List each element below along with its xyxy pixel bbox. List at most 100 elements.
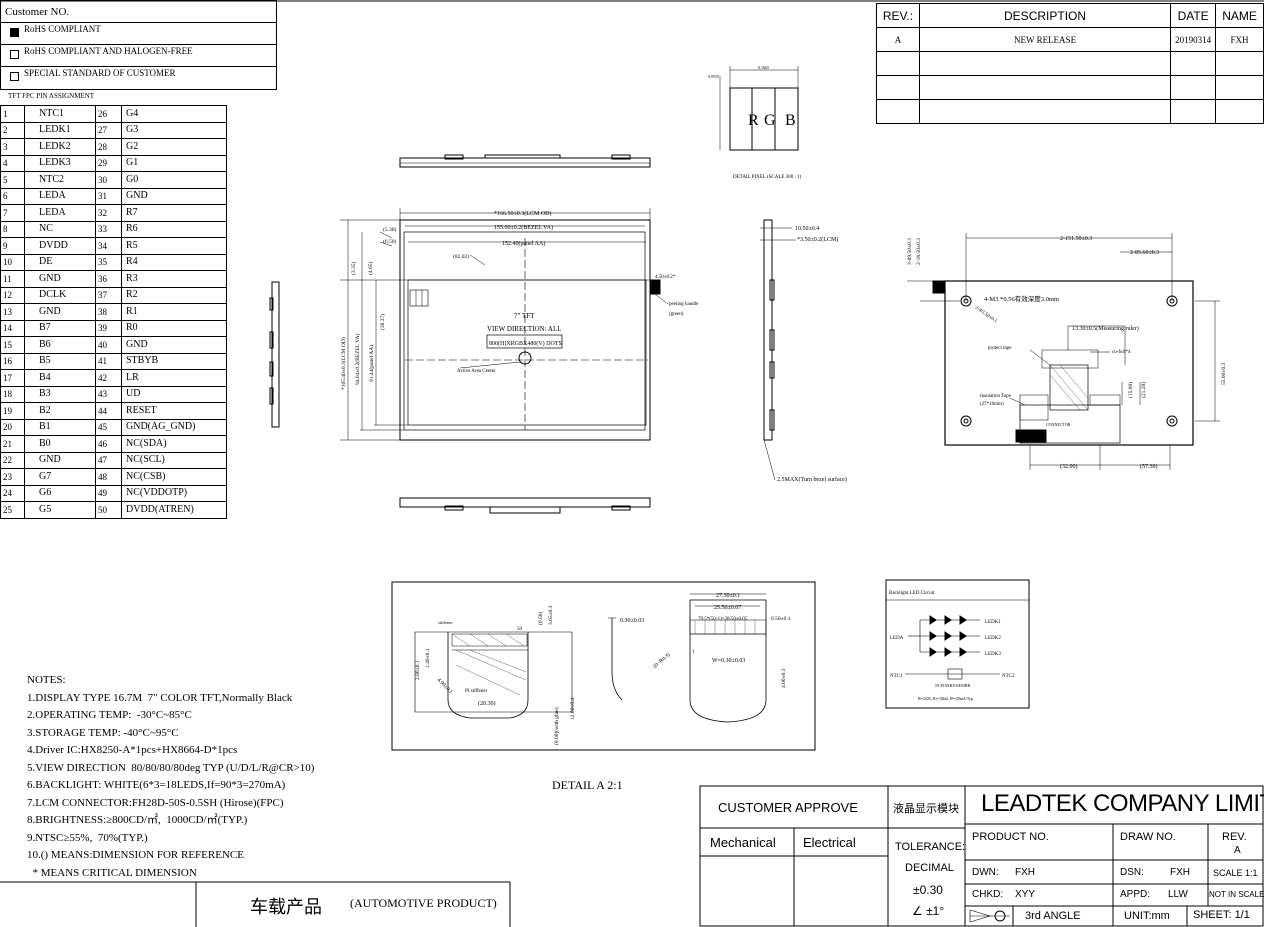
right-side-view [760, 219, 796, 481]
active-area-center: Active Area Center [457, 369, 496, 374]
dim-335: (3.35) [350, 262, 357, 275]
revision-header: DESCRIPTION [918, 3, 1172, 28]
note-item: 2.OPERATING TEMP: -30°C~85°C [27, 709, 192, 721]
da-dim-490: 4.90±0.1 [436, 677, 454, 695]
peel-dim: 4.50±0.2* [655, 275, 676, 280]
note-item: 9.NTSC≥55%, 70%(TYP.) [27, 831, 148, 844]
pixel-dim-h: 0.0555 [708, 74, 719, 79]
decimal-label: DECIMAL [905, 862, 954, 874]
rear-dim-85: 2-85.60±0.3 [1130, 250, 1159, 256]
cn-product-name: 液晶显示模块 [893, 802, 959, 815]
dsn-value: FXH [1170, 867, 1190, 878]
bl-leda: LEDA [890, 636, 904, 641]
rear-dim-57: (57.30) [1140, 463, 1158, 470]
chkd-label: CHKD: [972, 889, 1004, 900]
bottom-profile [399, 497, 651, 514]
dim-530: (5.30) [383, 226, 396, 233]
da-dim-2730: 27.30±0.1 [716, 593, 740, 599]
revision-cell [1215, 99, 1264, 124]
da-dim-365: 3.65±0.3 [548, 605, 554, 625]
da-pin-50: 50 [517, 627, 523, 632]
customer-option-special[interactable]: SPECIAL STANDARD OF CUSTOMER [0, 67, 276, 89]
da-dim-r03: (0~R0.3) [652, 651, 672, 669]
pin-table-title: TFT FPC PIN ASSIGNMENT [8, 92, 95, 100]
backlight-circuit [885, 579, 1030, 709]
da-dim-w: W=0.30±0.03 [712, 658, 745, 664]
resolution: 800(H)XRGBX480(V) DOTS [489, 340, 562, 347]
tolerance-value: ±0.30 [913, 883, 943, 897]
customer-title: Customer NO. [5, 6, 70, 18]
pin-signal: DVDD(ATREN) [121, 501, 227, 519]
appd-value: LLW [1168, 889, 1188, 900]
backlight-title: Backlight LED Circuit [889, 591, 935, 596]
front-view [340, 208, 669, 441]
product-no-label: PRODUCT NO. [972, 831, 1049, 843]
checkbox-rohs[interactable] [10, 28, 19, 37]
draw-no-label: DRAW NO. [1120, 831, 1176, 843]
note-item: 10.() MEANS:DIMENSION FOR REFERENCE [27, 849, 244, 861]
protect-tape-label: protect tape [988, 346, 1012, 351]
revision-cell [918, 51, 1172, 76]
da-dim-050b: 0.50±0.1 [771, 616, 791, 622]
hole-label: 2-Φ3.50±0.1 [974, 306, 998, 325]
revision-cell: 20190314 [1170, 27, 1217, 52]
unit-label: UNIT:mm [1124, 910, 1170, 922]
note-item: 7.LCM CONNECTOR:FH28D-50S-0.5SH (Hirose)… [27, 796, 284, 809]
dim-lcm-thickness: *3.50±0.2(LCM) [797, 236, 838, 243]
customer-option-rohs[interactable]: RoHS COMPLIANT [0, 23, 276, 45]
checkbox-special[interactable] [10, 72, 19, 81]
pin-signal: G5 [24, 501, 96, 519]
da-dim-400: 4.00±0.3 [781, 668, 787, 688]
dim-turn-bezel: 2.5MAX(Turn bezel surface) [777, 476, 847, 483]
da-dim-pitch: 79.5*(50-1)=28.50±0.05 [698, 617, 748, 622]
revision-header: DATE [1170, 3, 1217, 28]
rear-dim-89: 3-89.50±0.3 [907, 238, 913, 265]
pixel-b: B [785, 112, 796, 129]
rear-dim-55: 55.00±0.3 [1221, 362, 1227, 385]
revision-cell [1170, 99, 1217, 124]
dim-8202: (82.02) [453, 253, 469, 260]
pixel-dim-w: 0.1665 [758, 65, 769, 70]
rear-view [907, 233, 1220, 470]
tft-size: 7" TFT [514, 312, 535, 320]
revision-cell [918, 99, 1172, 124]
bl-ntc2: NTC2 [1002, 674, 1015, 679]
notes-block: NOTES: 1.DISPLAY TYPE 16.7M 7" COLOR TFT… [27, 672, 314, 882]
dim-650: (6.50) [383, 238, 396, 245]
da-dim-050: (0.50) [537, 612, 544, 625]
revision-cell [1170, 51, 1217, 76]
revision-cell [876, 75, 920, 100]
note-item: 6.BACKLIGHT: WHITE(6*3=18LEDS,If=90*3=27… [27, 779, 286, 791]
dim-bezel-va: 155.00±0.2(BEZEL VA) [494, 224, 553, 231]
dim-panel-aa: 152.40(panel AA) [502, 240, 545, 247]
insulation-tape-label: Insulation Tape [980, 394, 1012, 399]
revision-cell [918, 75, 1172, 100]
customer-option-halogen[interactable]: RoHS COMPLIANT AND HALOGEN-FREE [0, 45, 276, 67]
checkbox-halogen[interactable] [10, 50, 19, 59]
peel-handle-label: peeling handle [669, 302, 699, 307]
rev-value: A [1234, 845, 1241, 856]
da-dim-1200: 12.00±0.4 [570, 697, 576, 720]
insulation-tape-size: (27*10mm) [980, 402, 1004, 407]
pin-number: 25 [0, 501, 25, 519]
da-stiffener: stiffener [438, 620, 453, 625]
detail-a-caption: DETAIL A 2:1 [552, 778, 623, 792]
rear-dim-16: 2-16.50±0.3 [916, 238, 922, 265]
cu-foil-label: cu-foil*4 [1112, 350, 1131, 355]
da-dim-800: (8.00)(with glue) [553, 707, 560, 745]
da-dim-2030: (20.30) [478, 700, 496, 707]
notes-title: NOTES: [27, 674, 66, 686]
view-direction: VIEW DIRECTION: ALL [487, 325, 562, 333]
dim-3037: (30.37) [379, 314, 386, 330]
rev-label: REV. [1222, 831, 1247, 843]
note-item: 3.STORAGE TEMP: -40°C~95°C [27, 726, 179, 739]
